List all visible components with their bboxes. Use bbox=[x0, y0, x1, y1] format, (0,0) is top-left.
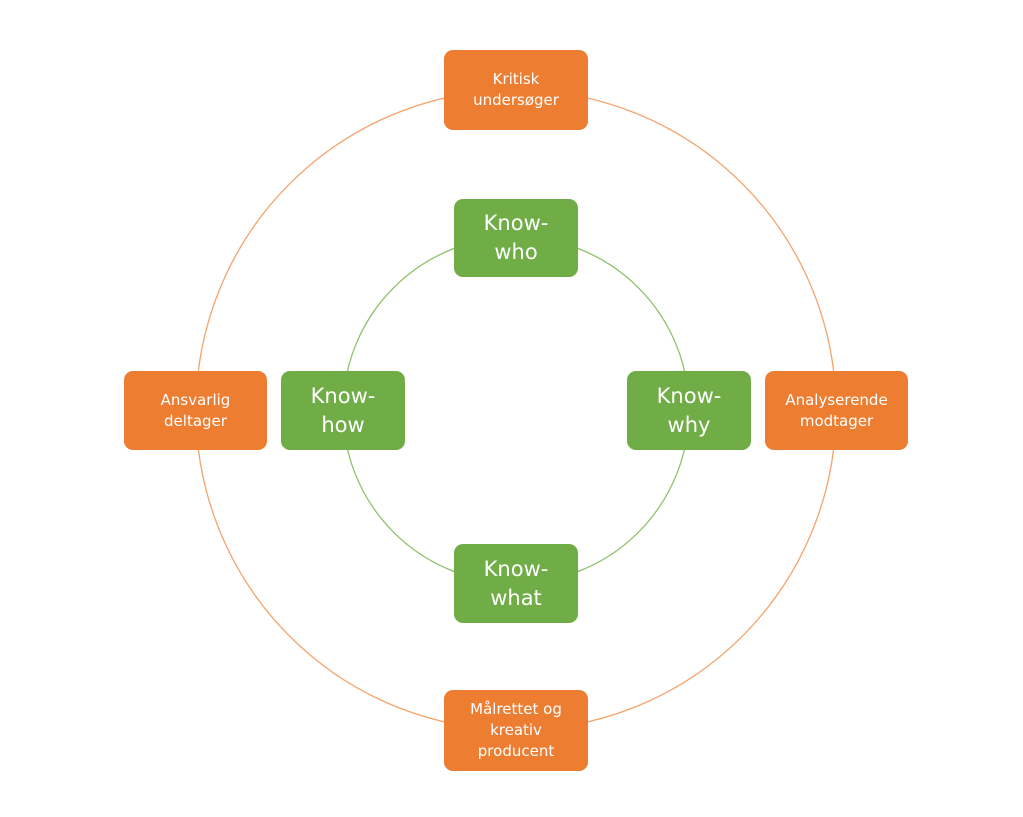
node-analyserende-modtager: Analyserende modtager bbox=[765, 371, 908, 450]
node-malrettet-kreativ-producent: Målrettet og kreativ producent bbox=[444, 690, 588, 771]
node-know-what: Know- what bbox=[454, 544, 578, 623]
node-kritisk-undersoger: Kritisk undersøger bbox=[444, 50, 588, 130]
node-know-who: Know- who bbox=[454, 199, 578, 277]
node-know-how: Know- how bbox=[281, 371, 405, 450]
node-know-why: Know- why bbox=[627, 371, 751, 450]
node-ansvarlig-deltager: Ansvarlig deltager bbox=[124, 371, 267, 450]
